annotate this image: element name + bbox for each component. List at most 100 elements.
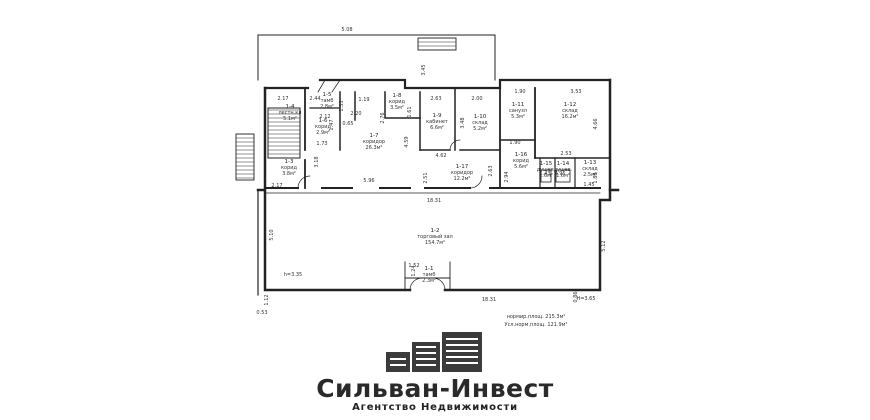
dimension-label: 3.45 xyxy=(421,64,427,75)
dimension-label: 0.53 xyxy=(256,310,267,316)
room-area: 2.9м² xyxy=(316,130,330,136)
room-area: 5.1м² xyxy=(283,116,297,122)
dimension-label: 1.19 xyxy=(358,97,369,103)
room-number: 1-7 xyxy=(370,133,379,139)
dimension-label: 1.90 xyxy=(514,89,525,95)
ceiling-height-label: h=3.35 xyxy=(284,272,303,278)
dimension-label: 1.43 xyxy=(539,171,550,177)
room-name: склад xyxy=(562,108,578,114)
dimension-label: 2.76 xyxy=(380,112,386,123)
room-area: 3.5м² xyxy=(390,105,404,111)
dimension-label: 2.94 xyxy=(504,171,510,182)
dimension-label: 5.96 xyxy=(363,178,374,184)
dimension-label: 2.53 xyxy=(560,151,571,157)
room-area: 5.6м² xyxy=(514,164,528,170)
walls xyxy=(256,34,620,296)
room-number: 1-8 xyxy=(393,93,402,99)
room-area: 2.5м² xyxy=(583,172,597,178)
room-number: 1-17 xyxy=(456,164,469,170)
dimension-label: 5.08 xyxy=(341,27,352,33)
room-name: тамб xyxy=(321,98,334,104)
dimension-label: 1.47 xyxy=(329,119,335,130)
room-name: коридор xyxy=(451,170,473,176)
room-name: корид xyxy=(513,158,530,164)
dimension-label: 0.65 xyxy=(342,121,353,127)
room-number: 1-15 xyxy=(540,161,553,167)
room-number: 1-2 xyxy=(431,228,440,234)
room-area: 26.3м² xyxy=(366,145,383,151)
area-total-label: нормир.площ. 215.3м² xyxy=(507,314,566,320)
staircases xyxy=(235,37,571,183)
room-area: 154.7м² xyxy=(425,240,445,246)
dimension-labels: 5.08 3.45 2.17 2.44 1.19 2.63 2.00 1.90 3.53 1.73… xyxy=(256,27,607,316)
room-name: торговый зал xyxy=(417,233,452,240)
company-tagline: Агентство Недвижимости xyxy=(352,402,518,413)
room-number: 1-4 xyxy=(286,104,295,110)
room-area: 5.2м² xyxy=(473,126,487,132)
room-labels: 1-4лестн.кл5.1м²1-5тамб2.8м²1-6корид2.9м… xyxy=(278,92,598,284)
room-number: 1-3 xyxy=(285,159,294,165)
room-area: 2.8м² xyxy=(320,104,334,110)
dimension-label: 4.62 xyxy=(435,153,446,159)
room-name: душев. xyxy=(554,167,573,173)
dimension-label: 1.45 xyxy=(583,182,594,188)
room-name: склад xyxy=(472,120,488,126)
company-logo xyxy=(386,332,482,372)
dimension-label: 2.63 xyxy=(488,165,494,176)
dimension-label: 1.24 xyxy=(411,265,417,276)
room-name: корид xyxy=(389,99,406,105)
dimension-label: 1.88 xyxy=(593,172,599,183)
room-name: коридор xyxy=(363,139,385,145)
dimension-label: 2.20 xyxy=(350,111,361,117)
plan-notes: h=3.35H=3.65 нормир.площ. 215.3м² Усл.норм… xyxy=(284,272,596,328)
dimension-label: 4.59 xyxy=(404,136,410,147)
room-name: душев. xyxy=(537,167,556,173)
dimension-label: 1.90 xyxy=(509,140,520,146)
room-name: склад xyxy=(582,166,598,172)
dimension-label: 2.17 xyxy=(277,96,288,102)
room-area: 6.6м² xyxy=(430,125,444,131)
room-area: 2.3м² xyxy=(422,278,436,284)
room-area: 5.3м² xyxy=(511,114,525,120)
room-area: 1.6м² xyxy=(539,173,553,179)
room-name: тамб xyxy=(423,272,436,278)
room-number: 1-16 xyxy=(515,152,528,158)
dimension-label: 3.48 xyxy=(460,117,466,128)
room-name: корид xyxy=(281,165,298,171)
room-number: 1-5 xyxy=(323,92,332,98)
dimension-label: 1.55 xyxy=(339,100,345,111)
room-name: лестн.кл xyxy=(278,110,301,116)
dimension-label: 1.52 xyxy=(408,263,419,269)
dimension-label: 4.66 xyxy=(593,118,599,129)
dimension-label: 2.63 xyxy=(430,96,441,102)
company-name: Сильван-Инвест xyxy=(316,374,554,403)
room-number: 1-11 xyxy=(512,102,524,108)
dimension-label: 3.53 xyxy=(570,89,581,95)
dimension-label: 1.12 xyxy=(264,294,270,305)
ceiling-height-label: H=3.65 xyxy=(576,296,595,302)
room-number: 1-6 xyxy=(319,118,328,124)
room-area: 16.2м² xyxy=(562,114,579,120)
dimension-label: 2.17 xyxy=(271,183,282,189)
dimension-label: 18.31 xyxy=(482,297,496,303)
dimension-label: 2.51 xyxy=(423,172,429,183)
dimension-label: 2.00 xyxy=(471,96,482,102)
dimension-label: 5.12 xyxy=(601,240,607,251)
dimension-label: 1.61 xyxy=(407,106,413,117)
room-area: 12.2м² xyxy=(454,176,471,182)
room-name: кабинет xyxy=(426,119,448,125)
room-number: 1-9 xyxy=(433,113,442,119)
dimension-label: 2.12 xyxy=(319,114,330,120)
dimension-label: 2.44 xyxy=(309,96,320,102)
room-number: 1-12 xyxy=(564,102,576,108)
room-number: 1-1 xyxy=(425,266,434,272)
dimension-label: 1.73 xyxy=(316,141,327,147)
dimension-label: 0.95 xyxy=(554,171,565,177)
area-total-label: Усл.норм.площ. 121.9м² xyxy=(505,322,568,328)
room-name: корид xyxy=(315,124,332,130)
dimension-label: 18.31 xyxy=(427,198,441,204)
dimension-label: 0.86 xyxy=(573,291,579,302)
dimension-label: 3.18 xyxy=(314,156,320,167)
